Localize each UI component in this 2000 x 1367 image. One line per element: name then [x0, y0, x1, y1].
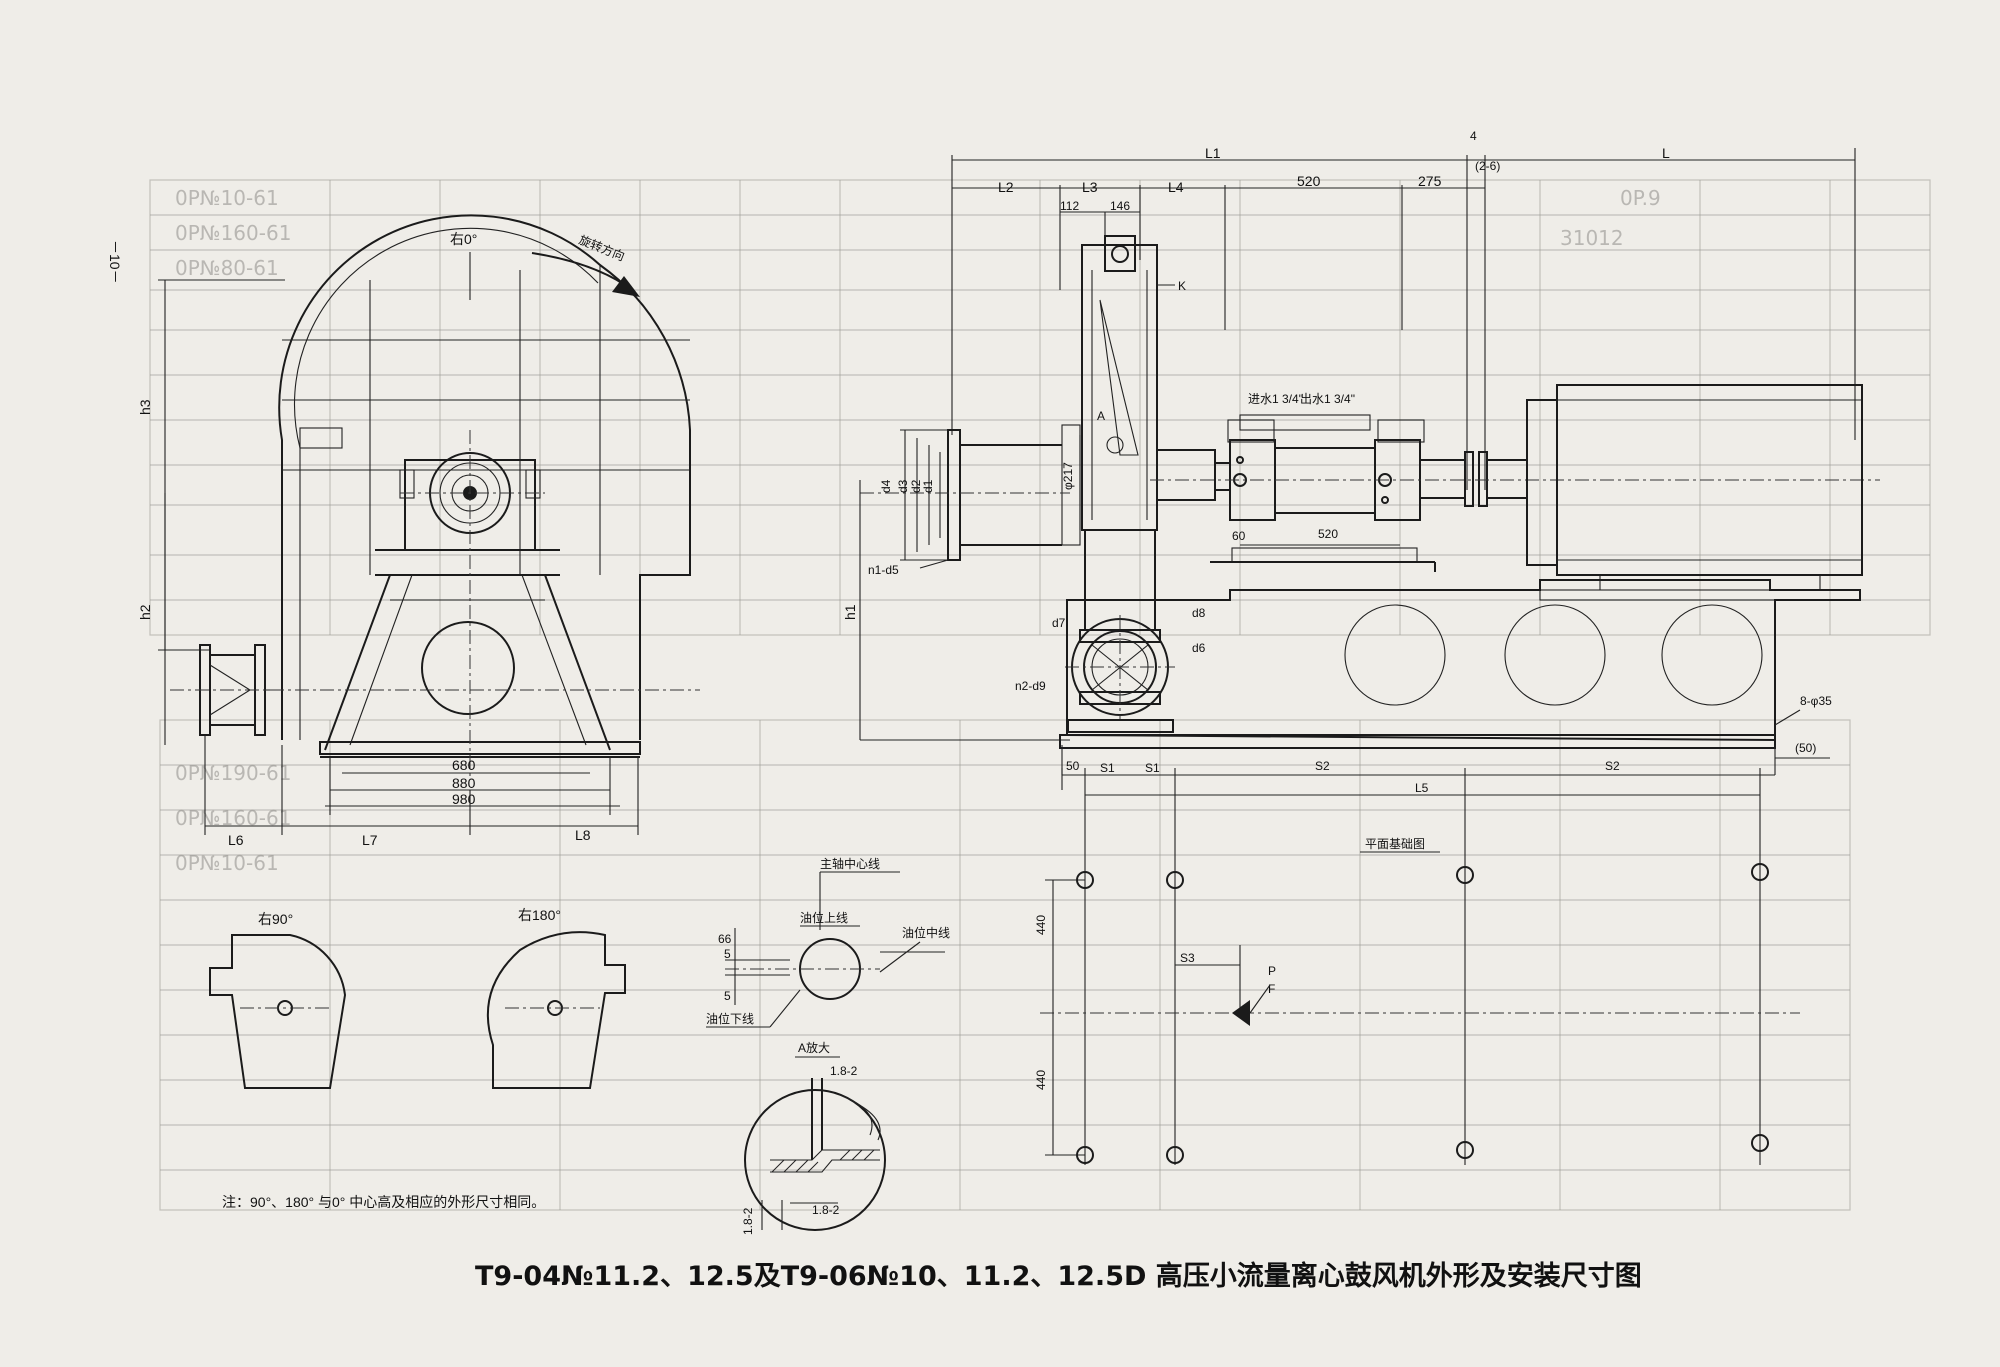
dim-60: 60: [1232, 529, 1246, 543]
svg-text:0P№10-61: 0P№10-61: [175, 186, 279, 210]
dim-2-6: (2-6): [1475, 159, 1500, 173]
dim-50-right: (50): [1795, 741, 1816, 755]
dim-S2b: S2: [1605, 759, 1620, 773]
plan-title: 平面基础图: [1365, 837, 1425, 851]
rotation-right180-view: 右180°: [486, 907, 626, 1089]
enlarge-title: A放大: [798, 1040, 830, 1055]
dim-d4: d4: [879, 479, 893, 493]
dim-S2a: S2: [1315, 759, 1330, 773]
dim-520: 520: [1297, 173, 1321, 189]
foundation-plan-view: 50 S1 S1 S2 S2 L5 平面基础图 440 440 S3 P F: [1034, 759, 1800, 1165]
dim-d6: d6: [1192, 641, 1206, 655]
dim-h2: h2: [137, 604, 153, 620]
label-n1-d5: n1-d5: [868, 563, 899, 577]
svg-text:0P.9: 0P.9: [1620, 186, 1661, 210]
dim-d1: d1: [921, 479, 935, 493]
page-number: －10－: [107, 240, 123, 284]
dim-66: 66: [718, 932, 732, 946]
dim-4-top: 4: [1470, 129, 1477, 143]
dim-h3: h3: [137, 399, 153, 415]
svg-text:0P№190-61: 0P№190-61: [175, 761, 291, 785]
dim-146: 146: [1110, 199, 1130, 213]
label-main-axis: 主轴中心线: [820, 856, 880, 871]
dim-275: 275: [1418, 173, 1442, 189]
dim-h1: h1: [842, 604, 858, 620]
label-water-inlet: 进水1 3/4": [1248, 392, 1303, 406]
dim-440a: 440: [1034, 915, 1048, 935]
show-through-table: 0P№10-61 0P№160-61 0P№80-61 0P№190-61 0P…: [149, 179, 1931, 1211]
dim-L8: L8: [575, 827, 591, 843]
label-F: F: [1268, 982, 1275, 996]
svg-text:31012: 31012: [1560, 226, 1624, 250]
label-water-outlet: 出水1 3/4": [1300, 392, 1355, 406]
dim-S1b: S1: [1145, 761, 1160, 775]
dim-520b: 520: [1318, 527, 1338, 541]
svg-text:0P№80-61: 0P№80-61: [175, 256, 279, 280]
dim-5b: 5: [724, 989, 731, 1003]
label-P: P: [1268, 964, 1276, 978]
dim-d8: d8: [1192, 606, 1206, 620]
dim-L4: L4: [1168, 179, 1184, 195]
label-oil-lower: 油位下线: [706, 1011, 754, 1026]
dim-880: 880: [452, 775, 476, 791]
rotation-right0: 右0°: [450, 231, 477, 247]
dim-S3: S3: [1180, 951, 1195, 965]
dim-1.8-2c: 1.8-2: [812, 1203, 840, 1217]
dim-680: 680: [452, 757, 476, 773]
oil-level-detail: 主轴中心线 油位上线 油位中线 66 5 5 油位下线: [706, 856, 950, 1028]
note-text: 注：90°、180° 与0° 中心高及相应的外形尺寸相同。: [222, 1194, 545, 1210]
dim-S1a: S1: [1100, 761, 1115, 775]
dim-5a: 5: [724, 947, 731, 961]
dim-d3: d3: [896, 479, 910, 493]
label-A: A: [1097, 409, 1105, 423]
dim-980: 980: [452, 791, 476, 807]
dim-1.8-2a: 1.8-2: [830, 1064, 858, 1078]
rotation-right180: 右180°: [518, 907, 561, 923]
label-n2-d9: n2-d9: [1015, 679, 1046, 693]
dim-L2: L2: [998, 179, 1014, 195]
dim-phi217: φ217: [1061, 462, 1075, 490]
dim-d2: d2: [909, 479, 923, 493]
rotation-direction-label: 旋转方向: [577, 232, 627, 264]
dim-L3: L3: [1082, 179, 1098, 195]
dim-1.8-2b: 1.8-2: [741, 1207, 755, 1235]
label-bolts: 8-φ35: [1800, 694, 1832, 708]
dim-440b: 440: [1034, 1070, 1048, 1090]
fan-housing-side-view: h3 h2 680 880 980 L6 L7 L8 右0° 旋转方向: [137, 214, 700, 848]
drawing-title: T9-04№11.2、12.5及T9-06№10、11.2、12.5D 高压小流…: [475, 1260, 1642, 1292]
fan-assembly-front-view: L1 L L2 L3 L4 520 275 4 (2-6) 112 146 K …: [842, 129, 1880, 775]
dim-L7: L7: [362, 832, 378, 848]
detail-a-enlarged: A放大 1.8-2 1.8-2 1.8-2: [741, 1040, 886, 1235]
dim-112: 112: [1060, 199, 1079, 213]
label-K: K: [1178, 279, 1186, 293]
rotation-right90-view: 右90°: [209, 911, 347, 1089]
dim-L6: L6: [228, 832, 244, 848]
svg-text:0P№160-61: 0P№160-61: [175, 221, 291, 245]
dim-d7: d7: [1052, 616, 1066, 630]
rotation-right90: 右90°: [258, 911, 293, 927]
dim-L1: L1: [1205, 145, 1221, 161]
dim-L: L: [1662, 145, 1670, 161]
dim-L5: L5: [1415, 781, 1429, 795]
svg-text:0P№10-61: 0P№10-61: [175, 851, 279, 875]
label-oil-upper: 油位上线: [800, 910, 848, 925]
dim-50: 50: [1066, 759, 1080, 773]
label-oil-center: 油位中线: [902, 925, 950, 940]
